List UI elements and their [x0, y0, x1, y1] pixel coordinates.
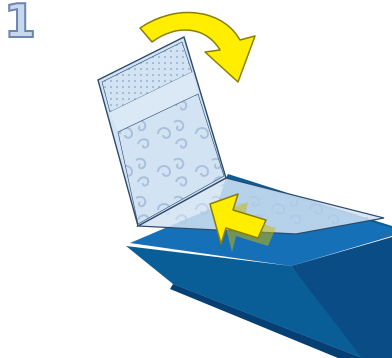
- folder-illustration: [0, 0, 392, 358]
- embossing-step-diagram: 1: [0, 0, 392, 358]
